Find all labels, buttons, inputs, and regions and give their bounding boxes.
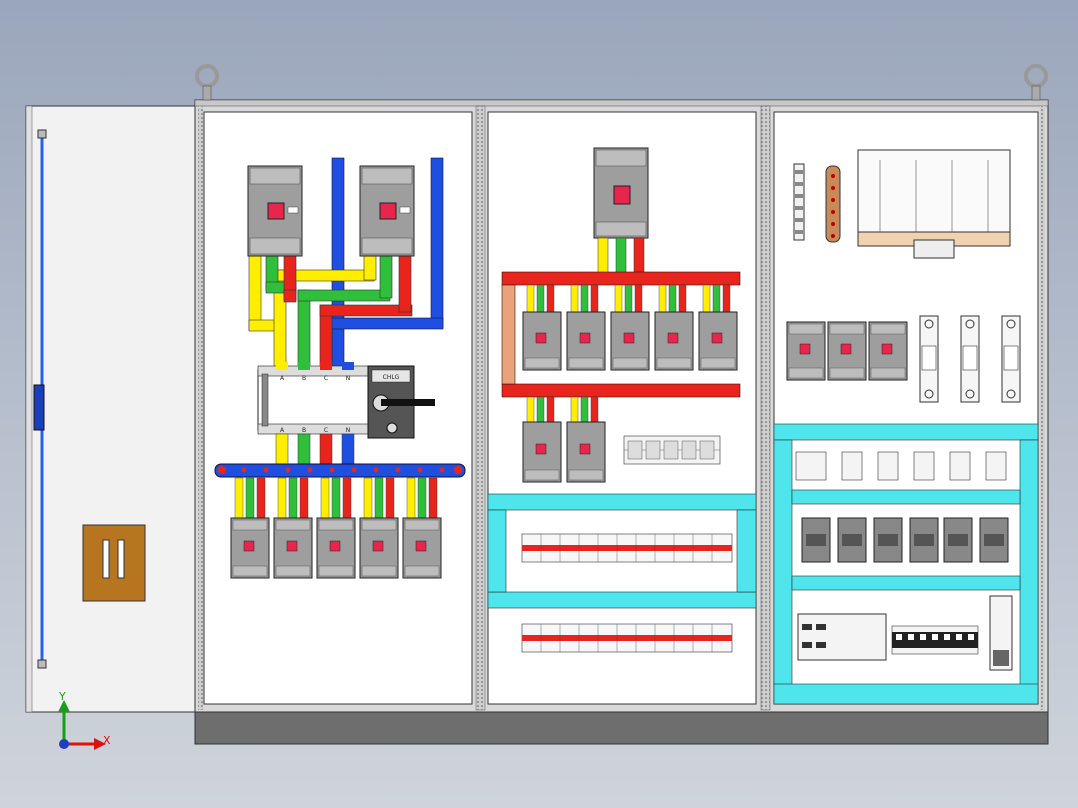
io-module [891, 625, 979, 655]
middle-breaker-row-1 [522, 284, 738, 371]
plc-controller[interactable] [797, 613, 887, 661]
right-top-components [793, 163, 841, 243]
middle-breaker-row-2 [522, 396, 606, 483]
miniature-breaker-strip [623, 435, 721, 465]
main-breaker[interactable] [359, 165, 415, 257]
branch-breaker[interactable] [698, 284, 738, 371]
branch-breaker[interactable] [868, 321, 908, 381]
feeder-breaker[interactable] [273, 477, 313, 579]
phase-label: C [324, 427, 328, 434]
fuse-holder[interactable] [960, 315, 980, 403]
middle-main-breaker[interactable] [593, 147, 649, 239]
axis-triad-icon: Y X [58, 690, 111, 750]
branch-breaker[interactable] [610, 284, 650, 371]
lifting-eye-icon [195, 64, 219, 101]
door-handle-icon[interactable] [82, 524, 146, 602]
right-mcb-row [795, 451, 1007, 481]
feeder-breaker[interactable] [316, 477, 356, 579]
phase-label: A [280, 375, 285, 382]
branch-breaker[interactable] [566, 284, 606, 371]
red-busbar-frame [501, 271, 741, 398]
phase-label: B [302, 375, 306, 382]
right-breaker-row [786, 321, 908, 381]
lifting-eye-icon [1024, 64, 1048, 101]
branch-breaker[interactable] [522, 396, 562, 483]
left-busbar-wiring [248, 157, 444, 371]
terminal-strip [521, 533, 733, 563]
middle-cable-trunking [487, 493, 757, 609]
transfer-switch[interactable]: A B C N A B C N [257, 362, 369, 435]
cabinet-plinth [194, 709, 1049, 745]
phase-label: N [346, 427, 351, 434]
branch-breaker[interactable] [654, 284, 694, 371]
branch-breaker[interactable] [566, 396, 606, 483]
main-breaker[interactable] [247, 165, 303, 257]
branch-breaker[interactable] [522, 284, 562, 371]
cabinet-door [25, 105, 197, 713]
switch-nameplate: CHLG [383, 374, 400, 381]
y-axis-label: Y [58, 690, 66, 703]
right-cable-trunking [773, 423, 1039, 705]
power-supply [989, 595, 1013, 671]
fuse-holder[interactable] [919, 315, 939, 403]
phase-label: C [324, 375, 328, 382]
switch-operator[interactable]: CHLG [367, 365, 435, 439]
left-feeder-breakers [230, 477, 442, 579]
capacitor-unit [857, 149, 1011, 259]
x-axis-label: X [103, 734, 111, 747]
phase-label: N [346, 375, 351, 382]
phase-label: B [302, 427, 306, 434]
terminal-strip [521, 623, 733, 653]
fuse-holders [919, 315, 1021, 403]
feeder-breaker[interactable] [230, 477, 270, 579]
fuse-holder[interactable] [1001, 315, 1021, 403]
phase-label: A [280, 427, 285, 434]
feeder-breaker[interactable] [402, 477, 442, 579]
neutral-busbar [214, 463, 466, 478]
feeder-breaker[interactable] [359, 477, 399, 579]
branch-breaker[interactable] [827, 321, 867, 381]
relay-row [801, 517, 1009, 563]
branch-breaker[interactable] [786, 321, 826, 381]
